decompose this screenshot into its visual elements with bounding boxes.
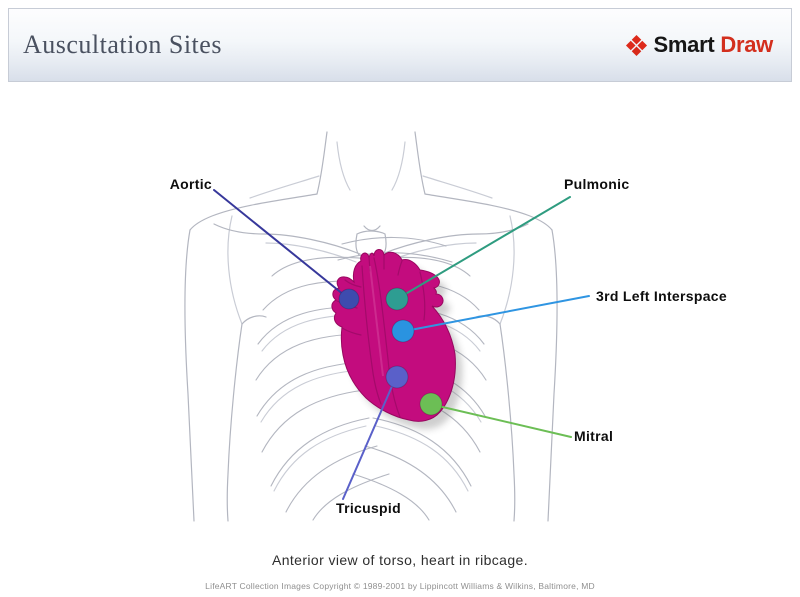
- arm-outer-left: [184, 229, 195, 522]
- neck-muscle-right: [391, 141, 406, 191]
- heart-highlight: [369, 265, 384, 377]
- arm-inner-left: [226, 323, 243, 522]
- tricuspid-site-marker: [385, 365, 409, 389]
- neck-line-left: [316, 131, 328, 195]
- trapezius-right: [422, 175, 493, 199]
- rib-left-7: [270, 417, 370, 487]
- label-tricuspid: Tricuspid: [336, 500, 401, 516]
- heart-vessel-seam-1: [368, 256, 371, 272]
- pulmonic-leader-line: [401, 196, 571, 297]
- clavicle-left-lower: [265, 242, 357, 263]
- torso-illustration: [184, 131, 590, 522]
- armpit-left: [241, 315, 267, 325]
- label-third-left-interspace: 3rd Left Interspace: [596, 288, 727, 304]
- clavicle-right: [381, 223, 529, 255]
- diagram-canvas: Aortic Pulmonic 3rd Left Interspace Mitr…: [0, 84, 800, 544]
- neck-line-right: [414, 131, 426, 195]
- torso-outline: [184, 131, 558, 522]
- heart-groove-main: [373, 257, 401, 418]
- rib-right-8: [364, 445, 457, 513]
- rib-right-9: [352, 473, 430, 521]
- tricuspid-leader-line: [342, 376, 397, 500]
- label-pulmonic: Pulmonic: [564, 176, 630, 192]
- rib-left-6: [261, 389, 366, 453]
- rib-right-7: [372, 417, 472, 487]
- label-mitral: Mitral: [574, 428, 614, 444]
- pulmonic-site-marker: [385, 287, 409, 311]
- third-interspace-leader-line: [404, 295, 590, 332]
- third-interspace-site-marker: [391, 319, 415, 343]
- rib-left-echo-5: [260, 369, 361, 423]
- suprasternal-notch: [363, 225, 381, 232]
- arm-outer-right: [547, 229, 558, 522]
- shoulder-right: [424, 193, 553, 231]
- rib-left-echo-7: [273, 425, 367, 492]
- heart-av-groove: [419, 271, 426, 321]
- figure-caption: Anterior view of torso, heart in ribcage…: [271, 552, 529, 568]
- page-title: Auscultation Sites: [23, 30, 222, 59]
- mitral-site-marker: [419, 392, 443, 416]
- neck-muscle-left: [336, 141, 351, 191]
- aortic-leader-line: [213, 189, 350, 300]
- smartdraw-diamonds-icon: [625, 34, 647, 56]
- label-aortic: Aortic: [169, 176, 212, 192]
- rib-left-9: [312, 473, 390, 521]
- heart-vessel-seam-3: [397, 260, 403, 276]
- arm-inner-right: [499, 323, 516, 522]
- heart-groove-left: [361, 265, 382, 405]
- mitral-leader-line: [433, 404, 572, 438]
- leader-lines: [213, 189, 590, 500]
- deltoid-left: [227, 215, 243, 325]
- heart-auricle-seam-1: [341, 327, 362, 336]
- shoulder-left: [189, 193, 318, 231]
- aortic-site-marker: [338, 288, 360, 310]
- copyright-notice: LifeART Collection Images Copyright © 19…: [205, 581, 595, 591]
- site-markers: [338, 287, 443, 416]
- upper-rib-arc-1: [341, 236, 447, 247]
- logo-text-smart: Smart: [653, 32, 715, 57]
- heart-auricle-seam-3: [344, 279, 362, 288]
- clavicle-left: [213, 223, 361, 255]
- rib-right-echo-7: [375, 425, 469, 492]
- logo-text-draw: Draw: [720, 32, 773, 57]
- trapezius-left: [249, 175, 320, 199]
